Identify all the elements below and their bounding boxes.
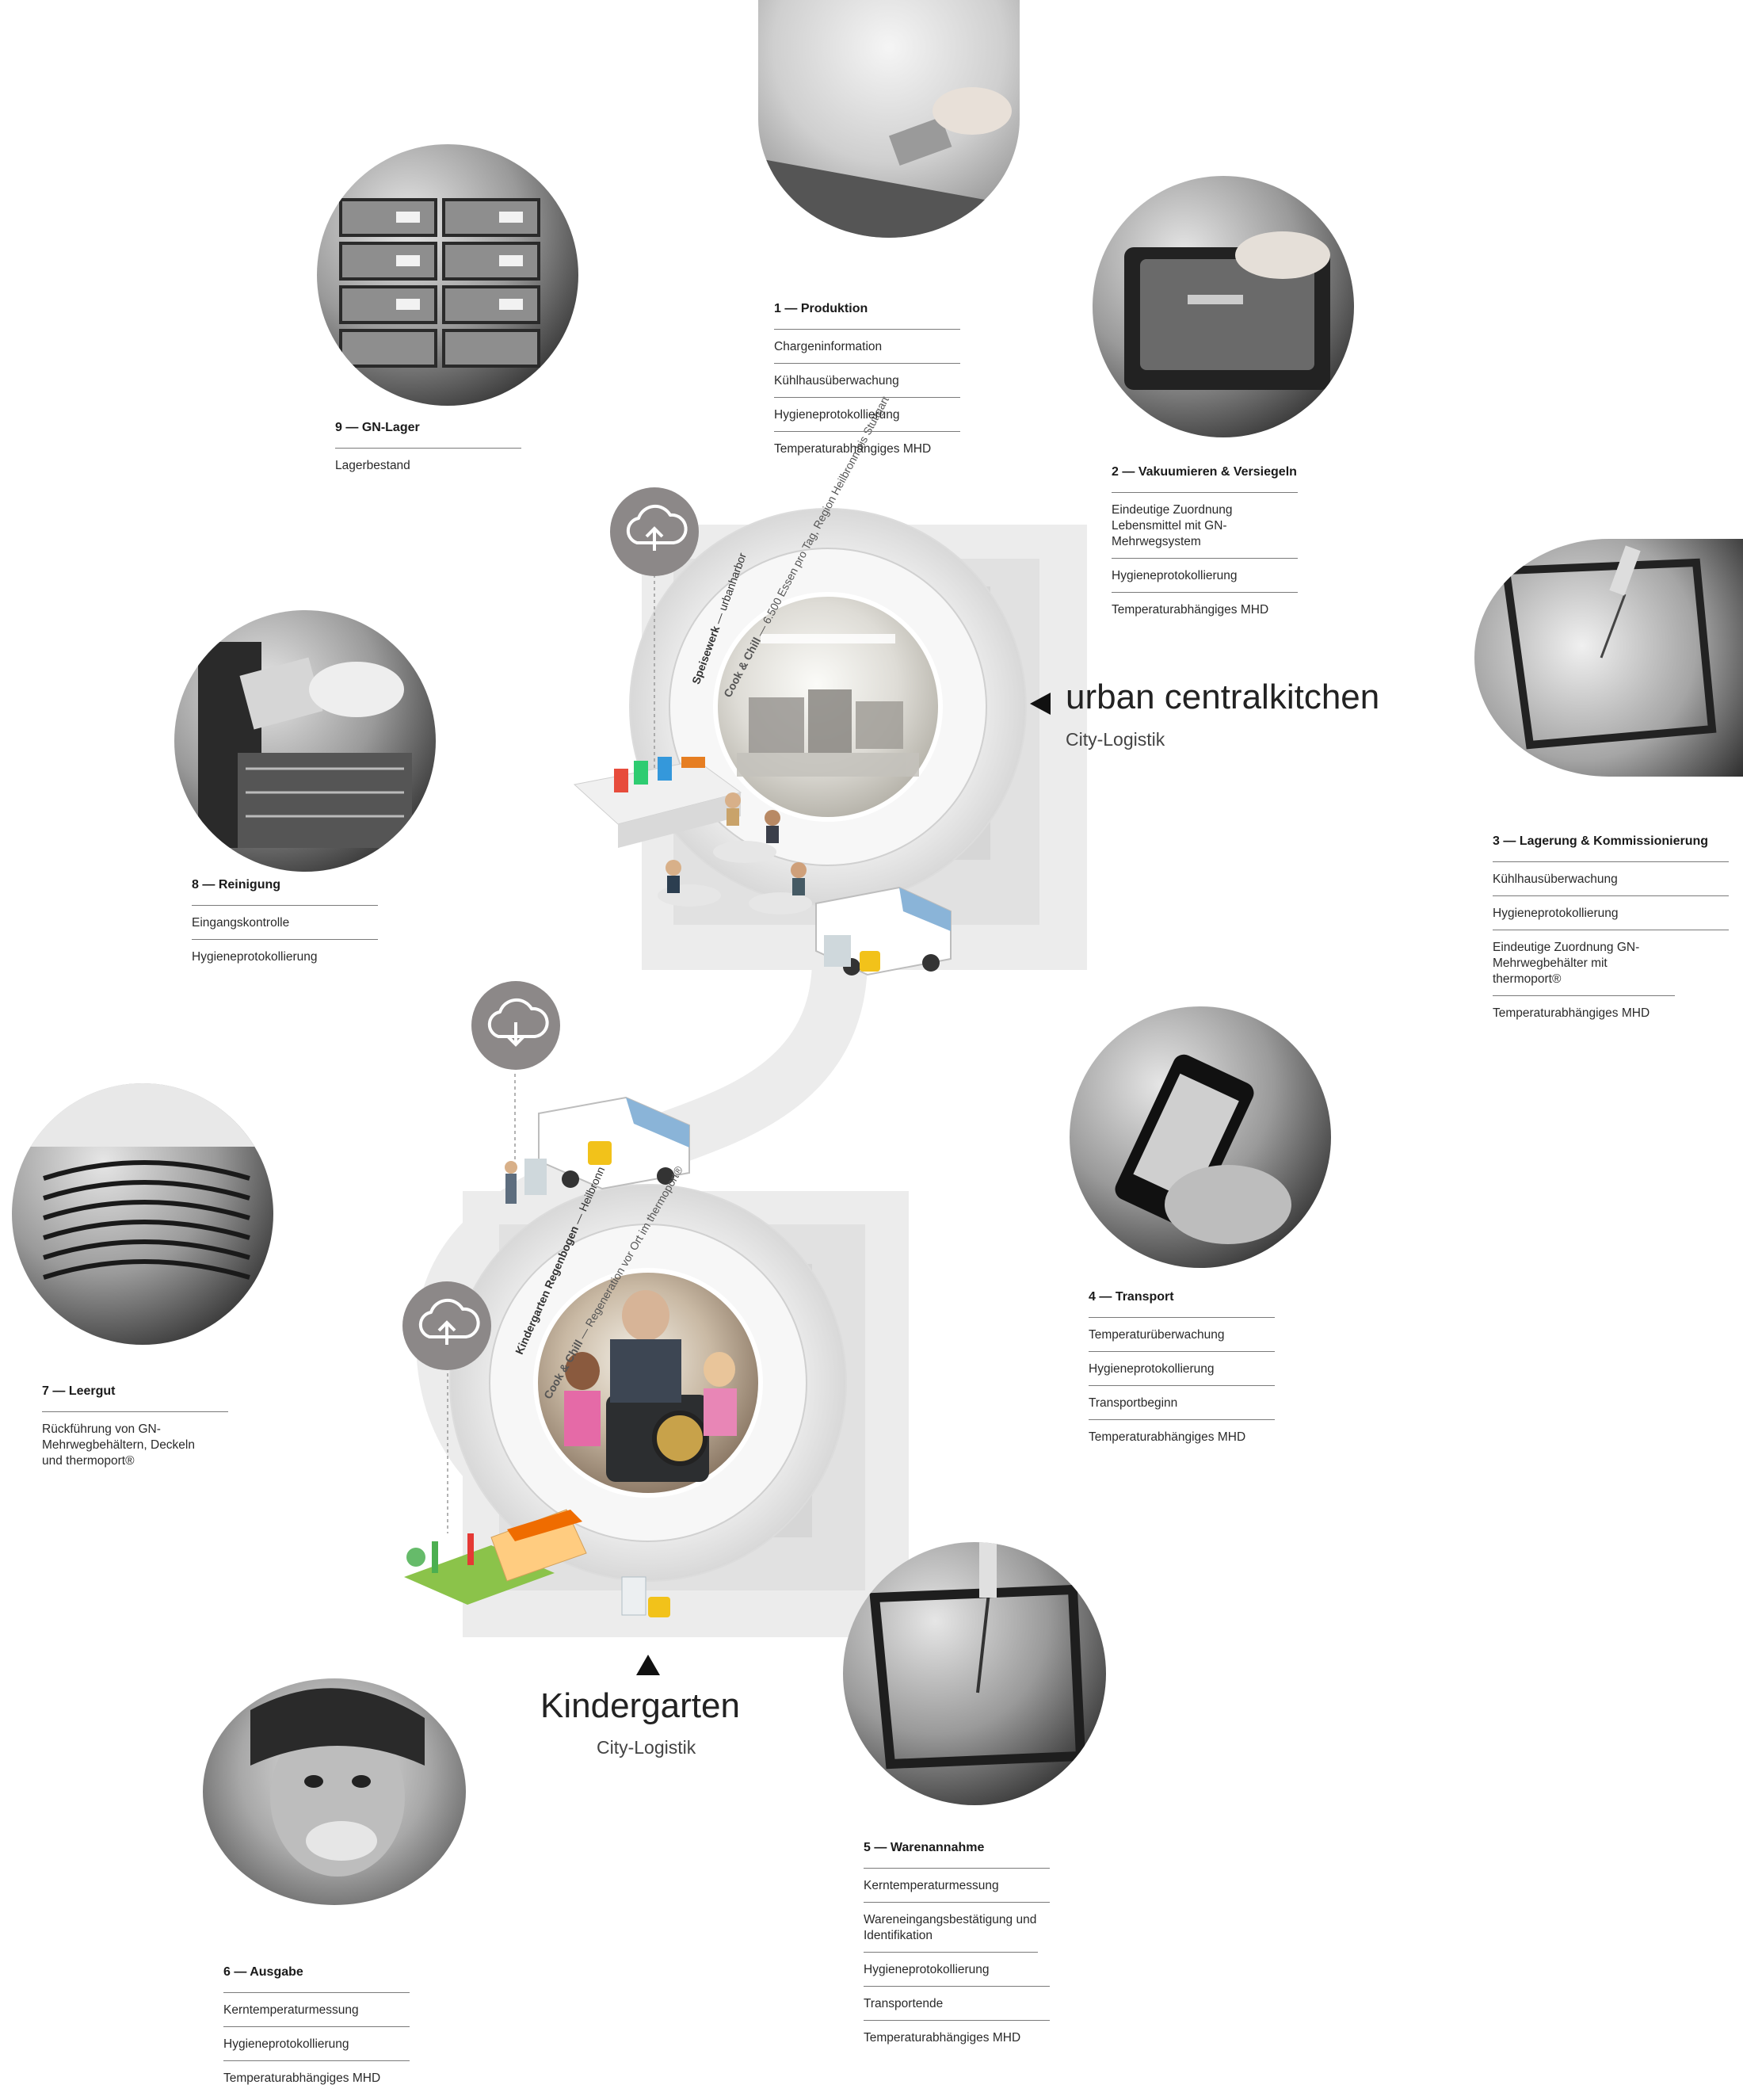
list-item: Temperaturabhängiges MHD: [223, 2071, 381, 2085]
list-item: Hygieneprotokollierung: [774, 398, 960, 432]
photo-warenannahme: [843, 1542, 1106, 1805]
step-title: 4 — Transport: [1089, 1290, 1275, 1318]
list-item: Hygieneprotokollierung: [1112, 559, 1298, 593]
list-item: Hygieneprotokollierung: [192, 950, 318, 964]
step-produktion: 1 — Produktion Chargeninformation Kühlha…: [774, 302, 960, 465]
kitchen-photo-shapes: [737, 634, 919, 777]
list-item: Transportbeginn: [1089, 1386, 1275, 1420]
photo-gn-lager: [317, 144, 578, 406]
step-leergut: 7 — Leergut Rückführung von GN-Mehrwegbe…: [42, 1384, 228, 1477]
step-gn-lager: 9 — GN-Lager Lagerbestand: [335, 421, 521, 482]
list-item: Kerntemperaturmessung: [864, 1869, 1050, 1903]
van-illustration-central: [815, 886, 952, 976]
step-title: 8 — Reinigung: [192, 878, 378, 906]
cloud-upload-icon-kindergarten[interactable]: [402, 1281, 491, 1370]
step-warenannahme: 5 — Warenannahme Kerntemperaturmessung W…: [864, 1841, 1050, 2054]
step-vakuumieren: 2 — Vakuumieren & Versiegeln Eindeutige …: [1112, 465, 1298, 626]
playground-illustration: [404, 1509, 670, 1617]
list-item: Kühlhausüberwachung: [774, 364, 960, 398]
step-lagerung: 3 — Lagerung & Kommissionierung Kühlhaus…: [1493, 834, 1729, 1029]
list-item: Temperaturüberwachung: [1089, 1318, 1275, 1352]
kindergarten-photo-shapes: [564, 1290, 737, 1482]
photo-lagerung: [1474, 539, 1743, 777]
list-item: Hygieneprotokollierung: [1493, 896, 1729, 930]
step-title: 1 — Produktion: [774, 302, 960, 330]
step-title: 6 — Ausgabe: [223, 1965, 410, 1993]
list-item: Lagerbestand: [335, 459, 410, 472]
list-item: Wareneingangsbestätigung und Identifikat…: [864, 1903, 1038, 1953]
list-item: Eindeutige Zuordnung GN-Mehrwegbehälter …: [1493, 930, 1675, 996]
list-item: Temperaturabhängiges MHD: [1089, 1430, 1246, 1444]
step-ausgabe: 6 — Ausgabe Kerntemperaturmessung Hygien…: [223, 1965, 410, 2094]
list-item: Hygieneprotokollierung: [864, 1953, 1050, 1987]
photo-leergut: [12, 1083, 273, 1345]
list-item: Eingangskontrolle: [192, 906, 378, 940]
central-title: urban centralkitchen: [1066, 678, 1380, 716]
list-item: Temperaturabhängiges MHD: [774, 442, 932, 456]
photo-reinigung: [174, 610, 436, 872]
central-pointer-icon: [1030, 693, 1051, 715]
step-reinigung: 8 — Reinigung Eingangskontrolle Hygienep…: [192, 878, 378, 973]
diners-illustration: [658, 792, 812, 914]
step-title: 2 — Vakuumieren & Versiegeln: [1112, 465, 1298, 493]
list-item: Hygieneprotokollierung: [223, 2027, 410, 2061]
list-item: Rückführung von GN-Mehrwegbehältern, Dec…: [42, 1422, 195, 1468]
photo-vakuumieren: [1093, 176, 1354, 437]
cloud-upload-icon-central[interactable]: [610, 487, 699, 576]
cloud-download-icon-transit[interactable]: [471, 981, 560, 1070]
step-title: 7 — Leergut: [42, 1384, 228, 1412]
list-item: Temperaturabhängiges MHD: [864, 2031, 1021, 2045]
photo-transport: [1070, 1006, 1331, 1268]
list-item: Kerntemperaturmessung: [223, 1993, 410, 2027]
list-item: Hygieneprotokollierung: [1089, 1352, 1275, 1386]
list-item: Temperaturabhängiges MHD: [1493, 1006, 1650, 1020]
photo-ausgabe: [203, 1678, 466, 1905]
kindergarten-subtitle: City-Logistik: [597, 1737, 696, 1758]
list-item: Chargeninformation: [774, 330, 960, 364]
step-title: 9 — GN-Lager: [335, 421, 521, 449]
van-illustration-transit: [505, 1096, 690, 1204]
list-item: Transportende: [864, 1987, 1050, 2021]
cafeteria-illustration: [573, 757, 742, 848]
step-title: 5 — Warenannahme: [864, 1841, 1050, 1869]
kindergarten-pointer-icon: [636, 1655, 660, 1675]
step-transport: 4 — Transport Temperaturüberwachung Hygi…: [1089, 1290, 1275, 1453]
list-item: Temperaturabhängiges MHD: [1112, 603, 1269, 617]
photo-produktion: [758, 0, 1020, 238]
list-item: Kühlhausüberwachung: [1493, 862, 1729, 896]
kindergarten-title: Kindergarten: [540, 1686, 740, 1725]
step-title: 3 — Lagerung & Kommissionierung: [1493, 834, 1729, 862]
central-subtitle: City-Logistik: [1066, 729, 1165, 750]
list-item: Eindeutige Zuordnung Lebensmittel mit GN…: [1112, 493, 1298, 559]
